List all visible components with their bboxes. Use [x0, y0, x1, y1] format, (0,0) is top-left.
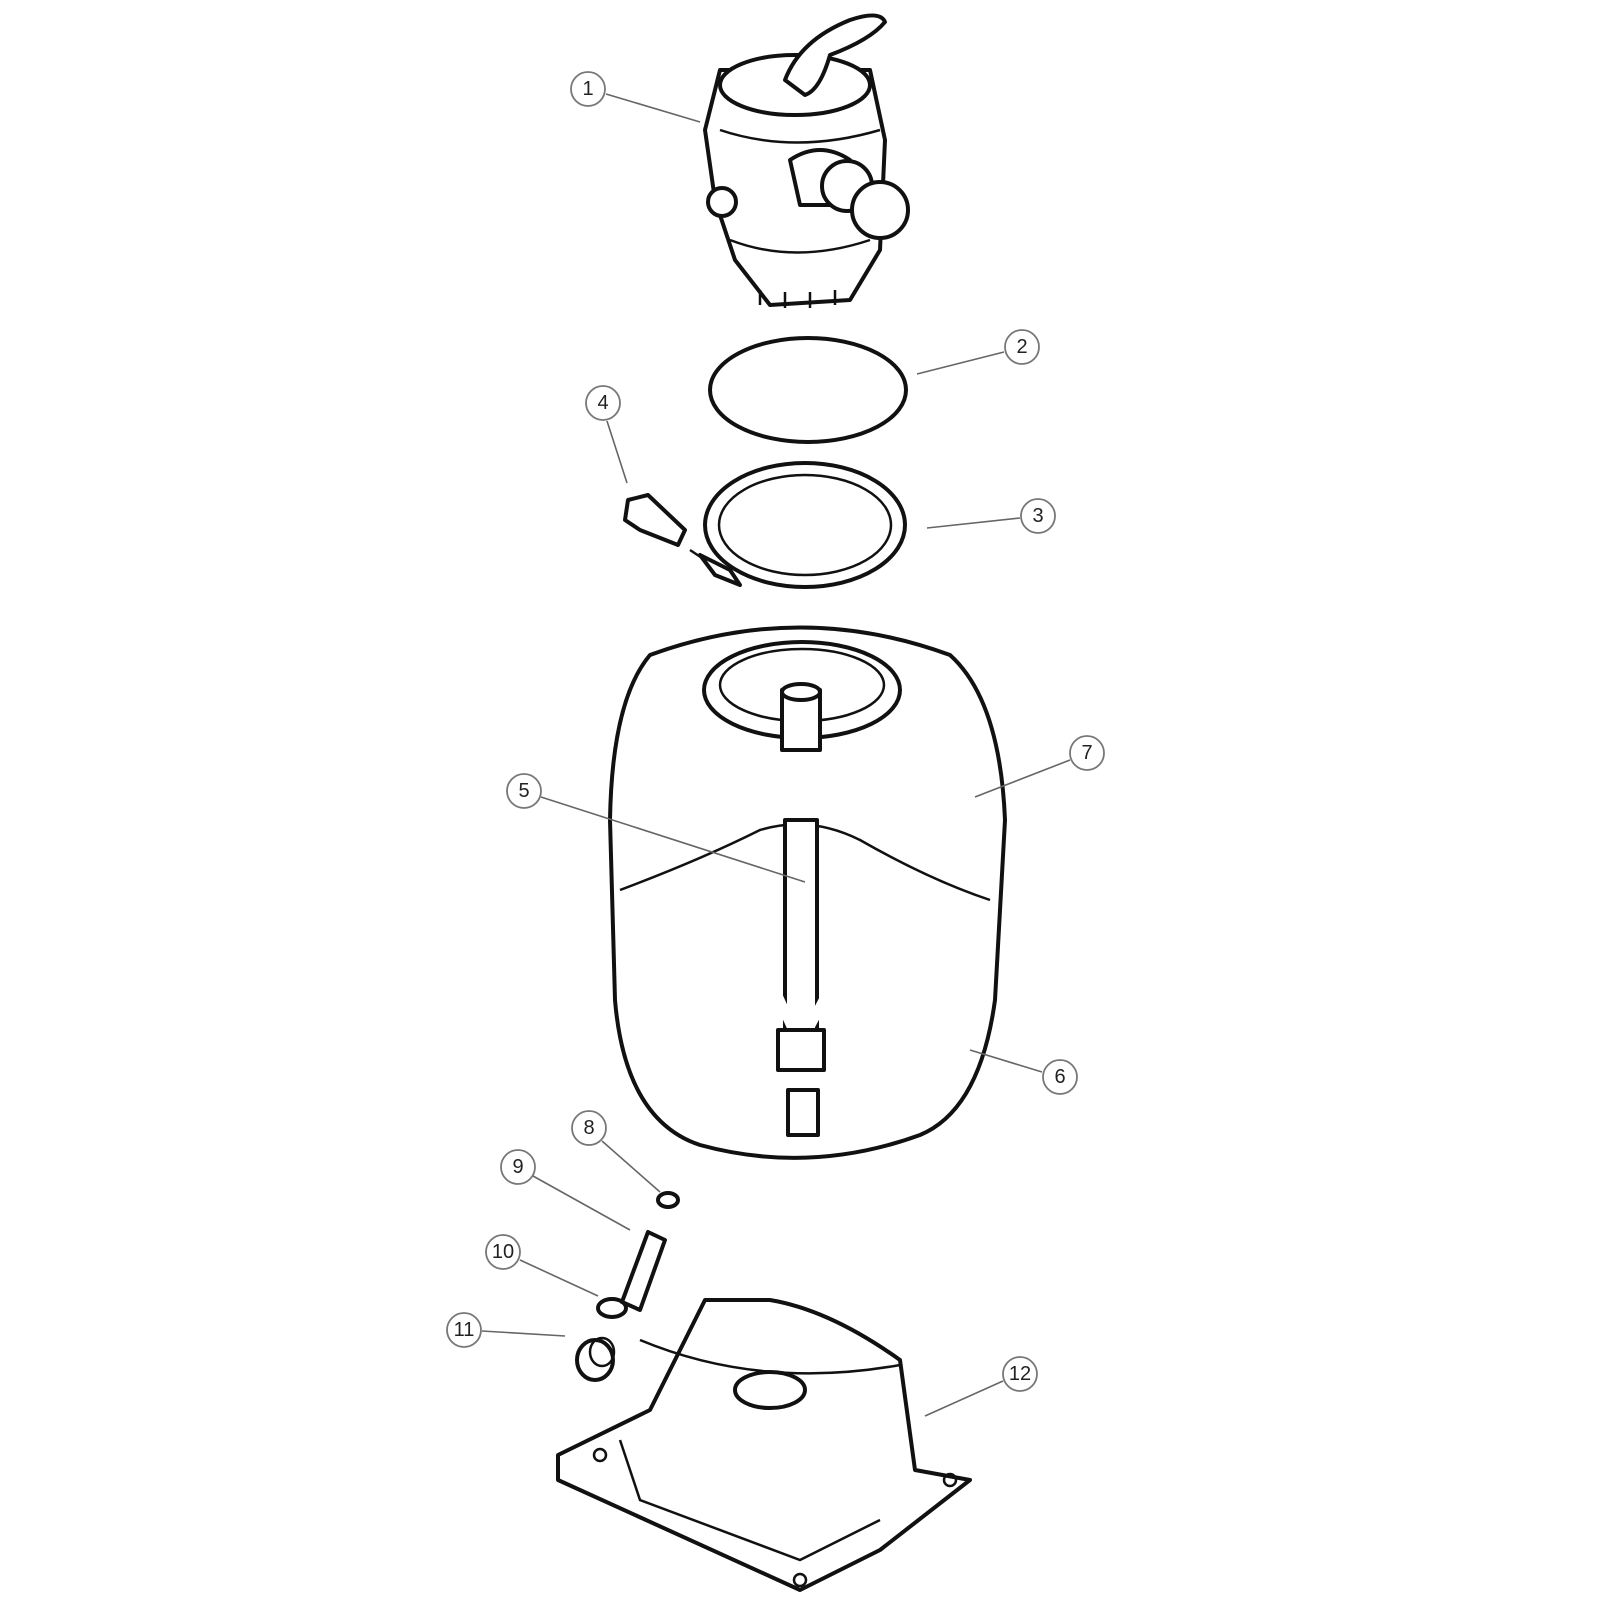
- lateral-assembly: [635, 818, 980, 1137]
- leader-lines: [481, 93, 1071, 1417]
- callout-4: 4: [585, 385, 621, 421]
- svg-text:1: 1: [582, 78, 593, 100]
- callout-3: 3: [1020, 498, 1056, 534]
- svg-text:4: 4: [597, 392, 608, 414]
- callout-8: 8: [571, 1110, 607, 1146]
- svg-text:3: 3: [1032, 505, 1043, 527]
- svg-text:6: 6: [1054, 1066, 1065, 1088]
- o-ring-small: [656, 1191, 680, 1209]
- callout-9: 9: [500, 1149, 536, 1185]
- svg-text:10: 10: [492, 1241, 514, 1263]
- callout-11: 11: [446, 1312, 482, 1348]
- callout-10: 10: [485, 1234, 521, 1270]
- svg-text:8: 8: [583, 1117, 594, 1139]
- base: [556, 1298, 972, 1592]
- multiport-valve: [703, 13, 910, 308]
- o-ring-drain: [596, 1297, 628, 1319]
- o-ring: [708, 336, 908, 444]
- svg-text:2: 2: [1016, 336, 1027, 358]
- callout-1: 1: [570, 71, 606, 107]
- callout-7: 7: [1069, 735, 1105, 771]
- svg-text:9: 9: [512, 1156, 523, 1178]
- callout-5: 5: [506, 773, 542, 809]
- svg-text:7: 7: [1081, 742, 1092, 764]
- drain-pipe: [620, 1230, 667, 1312]
- drain-plug: [623, 493, 706, 562]
- callout-6: 6: [1042, 1059, 1078, 1095]
- drain-nut: [575, 1336, 616, 1382]
- svg-text:5: 5: [518, 780, 529, 802]
- svg-text:12: 12: [1009, 1363, 1031, 1385]
- callout-12: 12: [1002, 1356, 1038, 1392]
- clamp: [698, 461, 907, 589]
- callout-2: 2: [1004, 329, 1040, 365]
- svg-text:11: 11: [454, 1319, 475, 1341]
